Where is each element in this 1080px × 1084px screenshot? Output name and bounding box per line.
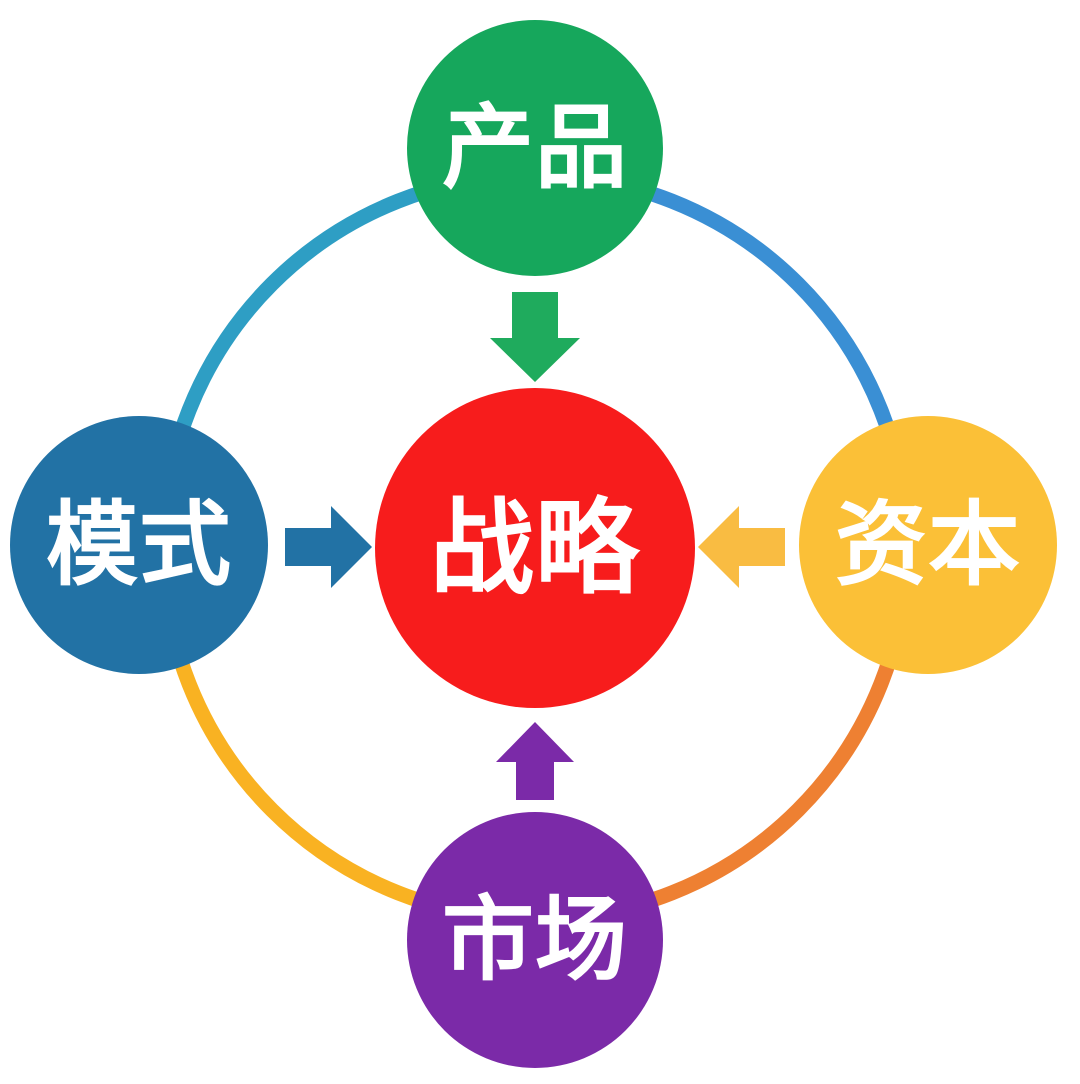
node-model-circle[interactable] [10, 416, 268, 674]
down-arrow-icon [490, 292, 580, 382]
node-product-circle[interactable] [407, 20, 663, 276]
left-arrow-icon [698, 506, 785, 588]
node-capital[interactable]: 资本 [799, 416, 1057, 674]
node-strategy-label: 战略 [430, 487, 641, 609]
up-arrow-icon [496, 722, 574, 800]
node-strategy-center[interactable]: 战略 [375, 388, 695, 708]
node-market-circle[interactable] [407, 812, 663, 1068]
node-model-label: 模式 [46, 492, 232, 599]
right-arrow-icon [285, 506, 372, 588]
node-market-label: 市场 [442, 887, 628, 994]
node-capital-circle[interactable] [799, 416, 1057, 674]
node-product-label: 产品 [442, 95, 628, 202]
node-market[interactable]: 市场 [407, 812, 663, 1068]
arrow-group [285, 292, 785, 800]
node-model[interactable]: 模式 [10, 416, 268, 674]
node-strategy-circle[interactable] [375, 388, 695, 708]
node-capital-label: 资本 [835, 492, 1021, 599]
node-product[interactable]: 产品 [407, 20, 663, 276]
